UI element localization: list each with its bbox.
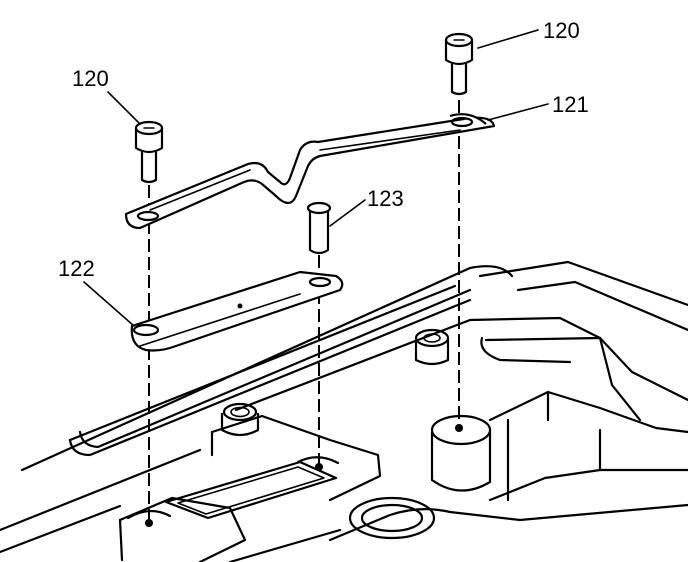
callout-123: 123 [367, 186, 404, 211]
callout-120-right: 120 [543, 18, 580, 43]
housing-casting [0, 260, 688, 562]
bolt-120-right [444, 32, 474, 96]
bolt-120-left [134, 120, 164, 184]
alignment-lines [148, 100, 460, 520]
callout-122: 122 [58, 256, 95, 281]
leader-lines [83, 29, 549, 327]
callout-120-left: 120 [72, 66, 109, 91]
pin-123 [306, 201, 332, 255]
callout-121: 121 [552, 92, 589, 117]
bracket-122 [130, 270, 344, 352]
bracket-121 [124, 113, 496, 230]
